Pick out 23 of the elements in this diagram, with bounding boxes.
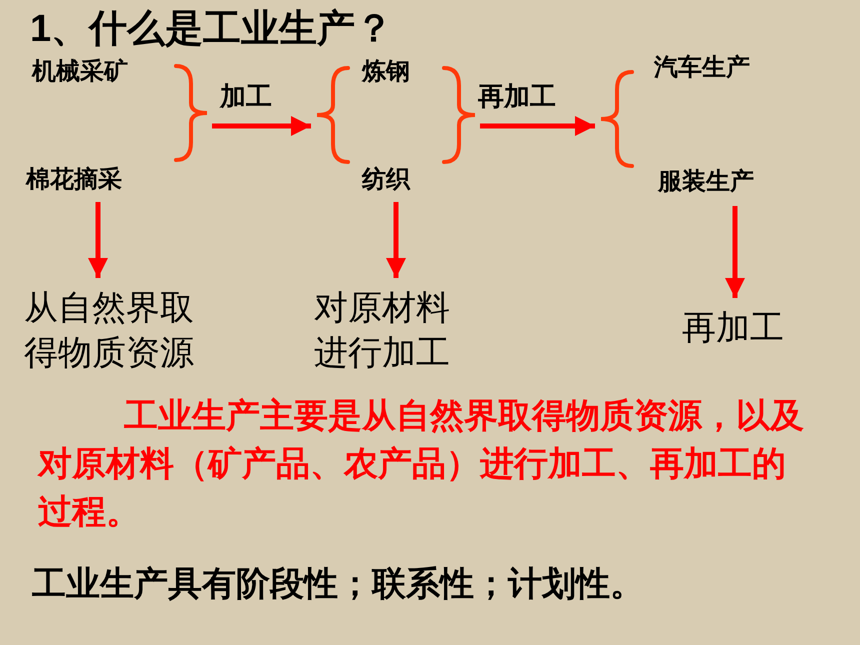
- arrow: [386, 202, 406, 278]
- item-text: 纺织: [362, 162, 442, 196]
- arrow: [725, 206, 745, 298]
- arrow: [88, 202, 108, 278]
- item-text: 棉花摘采: [26, 162, 156, 196]
- curly-brace: [440, 66, 478, 164]
- arrow: [212, 116, 311, 136]
- title: 1、什么是工业生产？: [30, 7, 394, 52]
- item-text: 炼钢: [362, 54, 442, 88]
- summary-paragraph: 工业生产主要是从自然界取得物质资源，以及对原材料（矿产品、农产品）进行加工、再加工的过程。: [38, 396, 805, 533]
- curly-brace: [172, 64, 210, 162]
- edge-label: 加工: [220, 80, 272, 112]
- item-text: 汽车生产: [654, 50, 794, 86]
- edge-label: 再加工: [478, 80, 556, 112]
- curly-brace: [598, 70, 636, 168]
- item-text: 机械采矿: [32, 54, 162, 86]
- item-text: 服装生产: [658, 164, 798, 200]
- note-text: 工业生产具有阶段性；联系性；计划性。: [32, 564, 645, 605]
- item-text: 对原材料进行加工: [314, 286, 474, 376]
- item-text: 从自然界取得物质资源: [24, 286, 224, 376]
- arrow: [480, 116, 595, 136]
- curly-brace: [314, 66, 352, 164]
- item-text: 再加工: [682, 306, 802, 352]
